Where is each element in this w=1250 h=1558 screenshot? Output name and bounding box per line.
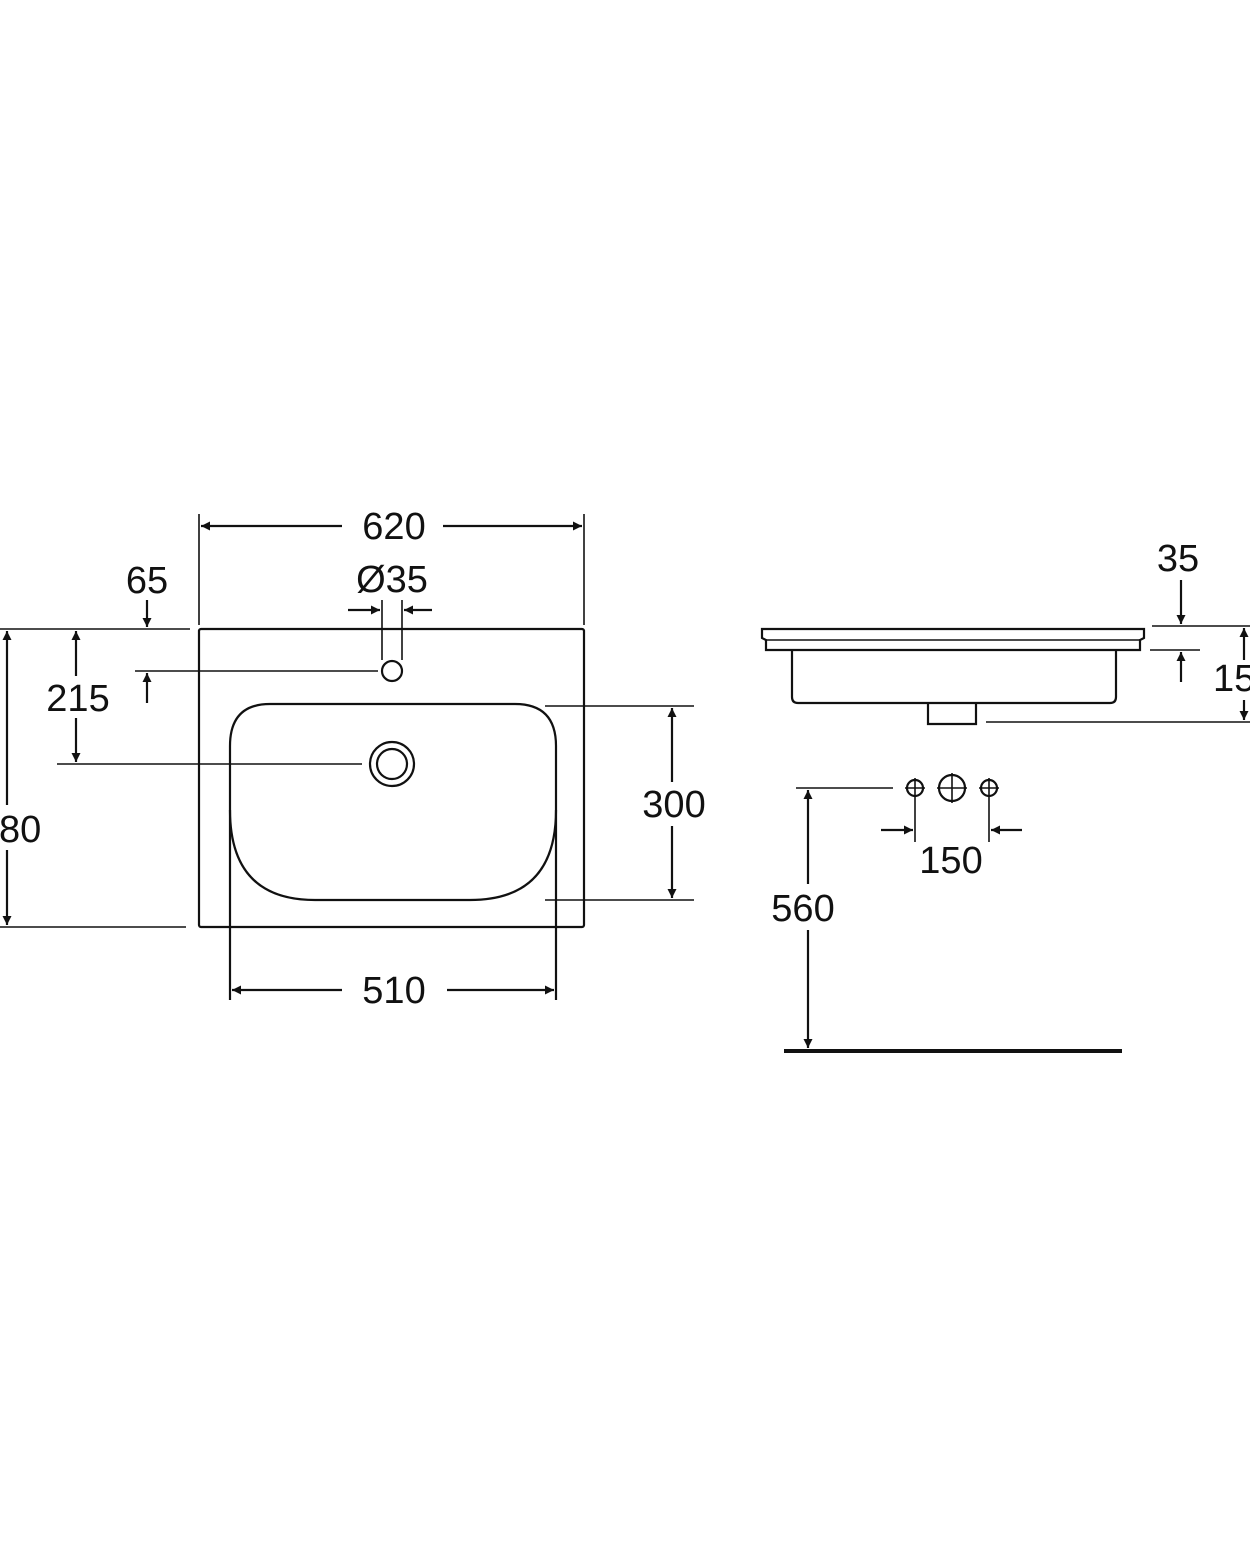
dim-300-label: 300 (642, 784, 705, 826)
bowl-outline (228, 702, 558, 902)
drain-inner (375, 747, 409, 781)
drain-outer (368, 740, 416, 788)
side-view: 35 15 150 560 (760, 538, 1250, 1053)
dim-560-label: 560 (771, 888, 834, 930)
dim-dia35-label: Ø35 (356, 559, 428, 601)
dim-510-label: 510 (362, 970, 425, 1012)
dim-height-label: 15 (1213, 658, 1250, 700)
dim-215-label: 215 (46, 678, 109, 720)
dim-depth-label: 80 (0, 809, 41, 851)
tap-hole (380, 659, 404, 683)
tap-holes (905, 773, 999, 803)
basin-rim (760, 627, 1146, 652)
dim-150-label: 150 (919, 840, 982, 882)
top-view: 620 65 Ø35 215 80 300 510 (0, 506, 706, 1012)
basin-outlet (926, 703, 978, 726)
basin-outline (197, 627, 586, 929)
basin-body (790, 650, 1118, 705)
dim-rim35-label: 35 (1157, 538, 1199, 580)
dim-65-label: 65 (126, 560, 168, 602)
dim-620-label: 620 (362, 506, 425, 548)
